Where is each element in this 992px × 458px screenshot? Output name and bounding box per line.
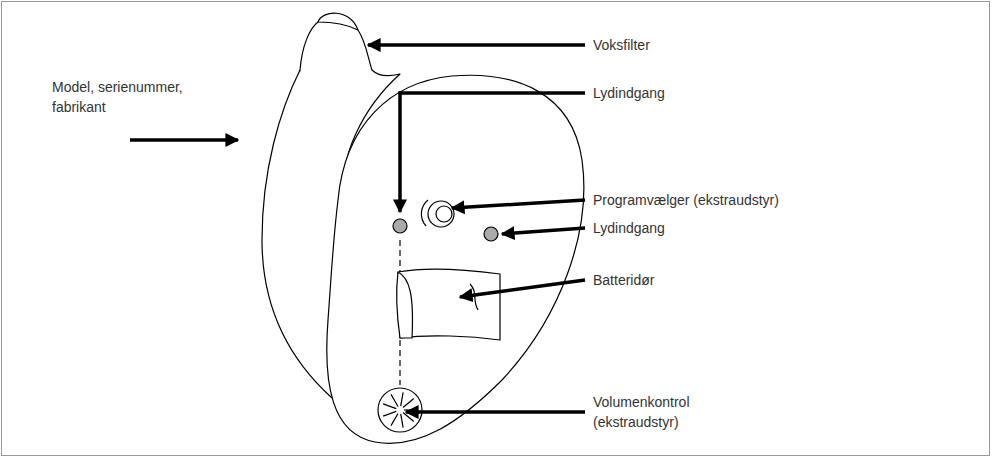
door-tab	[397, 272, 413, 338]
volume-wheel	[378, 388, 422, 432]
wheel-spoke	[391, 394, 398, 406]
wheel-spoke	[391, 413, 398, 425]
leader-arrow	[502, 228, 585, 234]
sound-inlet	[393, 219, 407, 233]
shell-edge	[262, 70, 332, 398]
wheel-spoke	[401, 414, 403, 428]
part-label: Batteridør	[593, 270, 793, 290]
wheel-spoke	[401, 392, 403, 406]
selector-arc	[421, 200, 428, 226]
faceplate	[327, 75, 584, 443]
leader-arrow	[130, 138, 238, 142]
part-label: Lydindgang	[593, 218, 793, 238]
part-label: Lydindgang	[593, 83, 793, 103]
leader-lines	[130, 45, 585, 412]
part-label: Volumenkontrol (ekstraudstyr)	[593, 392, 703, 432]
hearing-aid	[262, 13, 584, 443]
leader-arrow	[368, 43, 585, 47]
sound-inlet	[484, 227, 498, 241]
battery-door	[398, 269, 500, 340]
wax-filter	[318, 13, 358, 30]
part-label: Voksfilter	[593, 35, 793, 55]
leader-arrow	[406, 410, 585, 414]
wheel-spoke	[403, 398, 414, 407]
leader-arrow	[460, 280, 585, 297]
program-button	[436, 206, 452, 222]
wheel-spoke	[383, 404, 396, 409]
part-label: Model, serienummer, fabrikant	[52, 77, 192, 117]
leader-arrow	[452, 200, 585, 208]
leader-arrow	[400, 93, 585, 212]
wheel-spoke	[383, 411, 396, 416]
program-selector	[428, 201, 454, 227]
wheel-knurling	[383, 392, 418, 427]
part-label: Programvælger (ekstraudstyr)	[593, 190, 893, 210]
wheel-spoke	[403, 413, 414, 422]
